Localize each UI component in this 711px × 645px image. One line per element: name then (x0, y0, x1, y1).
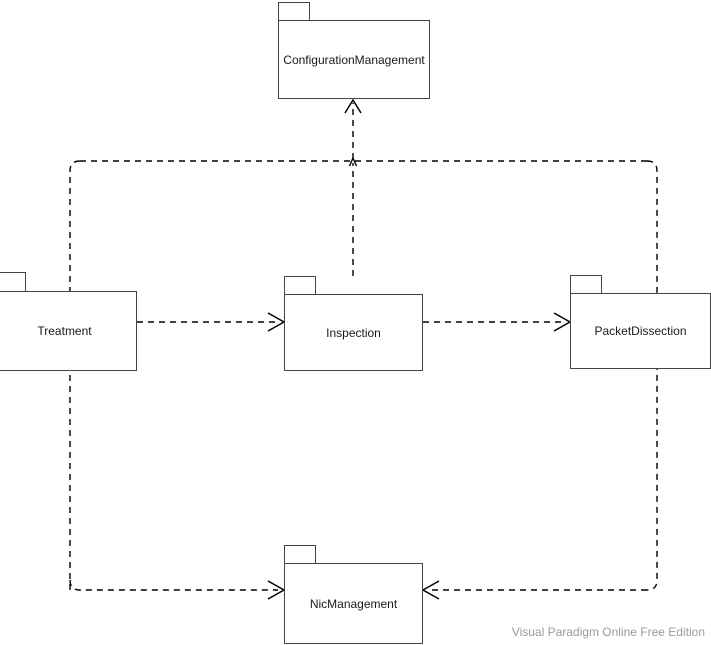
watermark-text: Visual Paradigm Online Free Edition (511, 625, 705, 639)
package-body: PacketDissection (570, 293, 711, 369)
package-tab-icon (278, 2, 310, 21)
package-tab-icon (284, 276, 316, 295)
package-tab-icon (570, 275, 602, 294)
package-body: NicManagement (284, 563, 423, 644)
package-body: ConfigurationManagement (278, 20, 430, 99)
package-label: Treatment (37, 324, 92, 338)
edge-treatment-to-nic-management (69, 579, 278, 591)
package-label: Inspection (326, 325, 381, 340)
package-inspection[interactable]: Inspection (284, 276, 423, 371)
edge-treatment-trunk (69, 160, 81, 590)
package-body: Treatment (0, 291, 137, 371)
package-tab-icon (284, 545, 316, 564)
package-label: NicManagement (309, 596, 398, 611)
package-packet-dissection[interactable]: PacketDissection (570, 275, 711, 369)
package-treatment[interactable]: Treatment (0, 272, 137, 371)
arrowhead-trunk-crossing (348, 156, 358, 167)
package-body: Inspection (284, 294, 423, 371)
arrowhead-nic-management-right (421, 580, 440, 600)
package-label: PacketDissection (594, 324, 687, 338)
package-nic-management[interactable]: NicManagement (284, 545, 423, 644)
package-tab-icon (0, 272, 26, 292)
edge-packet-dissection-trunk (646, 160, 658, 591)
arrowhead-configuration-management (344, 98, 362, 114)
package-configuration-management[interactable]: ConfigurationManagement (278, 2, 430, 99)
package-label: ConfigurationManagement (283, 52, 425, 67)
